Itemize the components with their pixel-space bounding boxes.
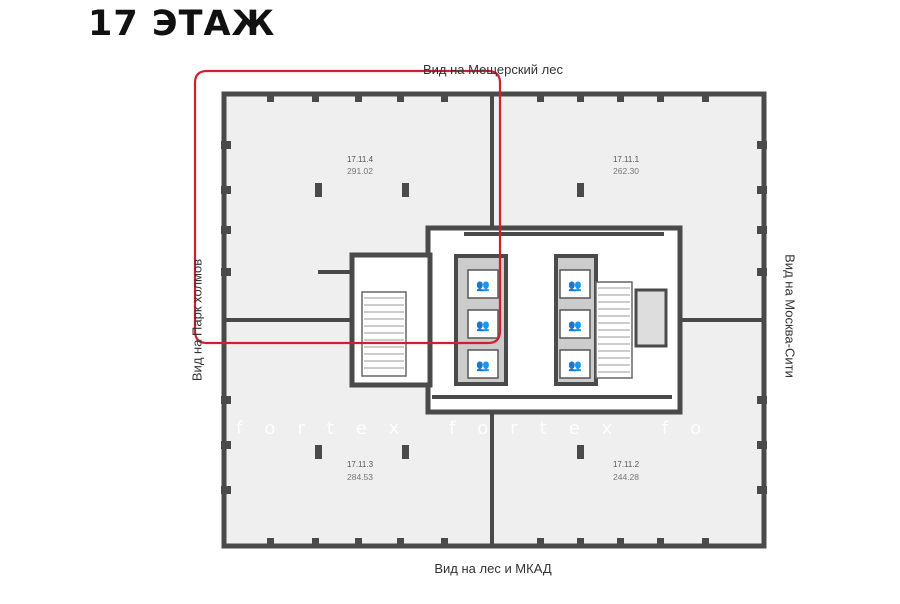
column bbox=[757, 186, 767, 194]
column bbox=[315, 183, 322, 197]
view-label-top: Вид на Мещерский лес bbox=[422, 62, 563, 77]
stairs-left bbox=[361, 291, 407, 377]
column bbox=[577, 92, 584, 102]
column bbox=[402, 183, 409, 197]
unit-label-17-11-4[interactable]: 17.11.4 291.02 bbox=[347, 155, 374, 176]
column bbox=[577, 445, 584, 459]
building-core bbox=[349, 225, 683, 415]
column bbox=[617, 538, 624, 548]
svg-text:262.30: 262.30 bbox=[613, 166, 639, 176]
unit-label-17-11-2[interactable]: 17.11.2 244.28 bbox=[613, 460, 640, 482]
column bbox=[312, 92, 319, 102]
selected-unit-highlight bbox=[193, 69, 502, 345]
column bbox=[355, 538, 362, 548]
elevator-icon: 👥 bbox=[476, 360, 490, 372]
elevator-icon: 👥 bbox=[568, 360, 582, 372]
elevator-icon: 👥 bbox=[568, 280, 582, 292]
elevator-icon: 👥 bbox=[476, 280, 490, 292]
column bbox=[397, 538, 404, 548]
column bbox=[221, 441, 231, 449]
elevator-icon: 👥 bbox=[568, 320, 582, 332]
svg-text:291.02: 291.02 bbox=[347, 166, 373, 176]
svg-text:284.53: 284.53 bbox=[347, 472, 373, 482]
column bbox=[221, 268, 231, 276]
unit-label-17-11-3[interactable]: 17.11.3 284.53 bbox=[347, 460, 374, 482]
svg-text:17.11.3: 17.11.3 bbox=[347, 460, 374, 469]
column bbox=[267, 92, 274, 102]
column bbox=[267, 538, 274, 548]
watermark: fortex fortex fo bbox=[236, 418, 723, 439]
column bbox=[441, 92, 448, 102]
partition-walls bbox=[224, 94, 764, 546]
column bbox=[757, 226, 767, 234]
column bbox=[312, 538, 319, 548]
column bbox=[221, 486, 231, 494]
view-label-left: Вид на Парк холмов bbox=[189, 258, 205, 382]
elevator: 👥 bbox=[467, 309, 499, 339]
column bbox=[657, 92, 664, 102]
column bbox=[441, 538, 448, 548]
view-label-bottom: Вид на лес и МКАД bbox=[434, 561, 552, 576]
column bbox=[702, 538, 709, 548]
column bbox=[657, 538, 664, 548]
svg-text:17.11.1: 17.11.1 bbox=[613, 155, 640, 164]
svg-text:244.28: 244.28 bbox=[613, 472, 639, 482]
column bbox=[757, 441, 767, 449]
column bbox=[355, 92, 362, 102]
elevator-icon: 👥 bbox=[476, 320, 490, 332]
svg-text:17.11.4: 17.11.4 bbox=[347, 155, 374, 164]
column bbox=[397, 92, 404, 102]
column bbox=[221, 226, 231, 234]
column bbox=[577, 538, 584, 548]
column bbox=[757, 141, 767, 149]
floor-title: 17 ЭТАЖ bbox=[88, 4, 276, 44]
view-label-right: Вид на Москва-Сити bbox=[782, 254, 798, 378]
elevator: 👥 bbox=[559, 269, 591, 299]
svg-text:17.11.2: 17.11.2 bbox=[613, 460, 640, 469]
unit-label-17-11-1[interactable]: 17.11.1 262.30 bbox=[613, 155, 640, 176]
column bbox=[617, 92, 624, 102]
column bbox=[757, 268, 767, 276]
column bbox=[315, 445, 322, 459]
column bbox=[537, 538, 544, 548]
column bbox=[221, 141, 231, 149]
column bbox=[221, 396, 231, 404]
column bbox=[757, 396, 767, 404]
elevator: 👥 bbox=[559, 349, 591, 379]
column bbox=[577, 183, 584, 197]
elevator: 👥 bbox=[467, 349, 499, 379]
column bbox=[702, 92, 709, 102]
column bbox=[757, 486, 767, 494]
column bbox=[221, 186, 231, 194]
column bbox=[537, 92, 544, 102]
elevator: 👥 bbox=[559, 309, 591, 339]
column bbox=[402, 445, 409, 459]
elevator: 👥 bbox=[467, 269, 499, 299]
service-lift bbox=[634, 288, 668, 348]
